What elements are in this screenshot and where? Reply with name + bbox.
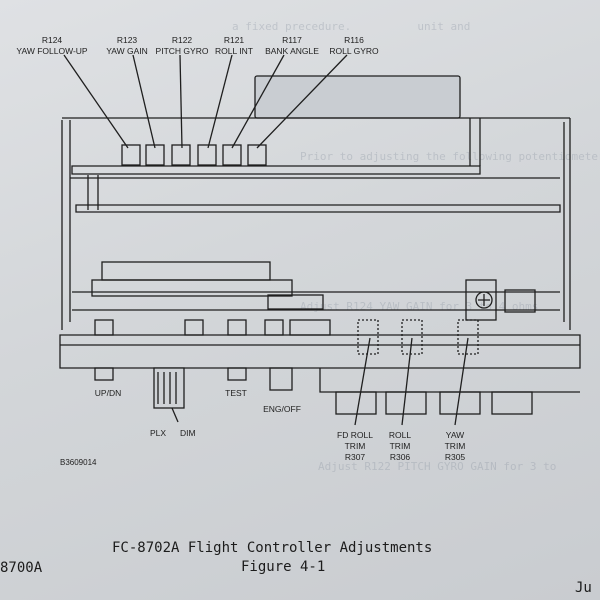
plx-label: PLX bbox=[150, 428, 167, 438]
yaw-trim-line3: R305 bbox=[444, 452, 466, 462]
yaw-trim-line2: TRIM bbox=[444, 441, 466, 451]
callout-r117-name: BANK ANGLE bbox=[265, 46, 319, 56]
callout-r124-name: YAW FOLLOW-UP bbox=[16, 46, 88, 56]
test-label: TEST bbox=[225, 388, 247, 398]
callout-r123-name: YAW GAIN bbox=[106, 46, 148, 56]
roll-trim-line1: ROLL bbox=[388, 430, 412, 440]
fd-roll-trim-line2: TRIM bbox=[344, 441, 366, 451]
yaw-trim-line1: YAW bbox=[445, 430, 465, 440]
up-dn-label: UP/DN bbox=[94, 388, 122, 398]
callout-r121-name: ROLL INT bbox=[215, 46, 253, 56]
callout-r116-ref: R116 bbox=[344, 35, 364, 45]
drawing-number: B3609014 bbox=[60, 458, 97, 467]
callout-r117-ref: R117 bbox=[282, 35, 302, 45]
footer-model-number: 8700A bbox=[0, 560, 43, 576]
callout-r123-ref: R123 bbox=[116, 35, 138, 45]
figure-caption-title: FC-8702A Flight Controller Adjustments bbox=[112, 540, 433, 556]
footer-date: Ju bbox=[575, 580, 592, 596]
callout-r124-ref: R124 bbox=[41, 35, 63, 45]
callout-r122-name: PITCH GYRO bbox=[155, 46, 209, 56]
callout-r121-ref: R121 bbox=[223, 35, 245, 45]
callout-r122-ref: R122 bbox=[171, 35, 193, 45]
dim-label: DIM bbox=[180, 428, 196, 438]
roll-trim-line2: TRIM bbox=[389, 441, 411, 451]
eng-off-label: ENG/OFF bbox=[263, 404, 301, 414]
fd-roll-trim-line3: R307 bbox=[344, 452, 366, 462]
figure-caption-number: Figure 4-1 bbox=[241, 559, 326, 575]
roll-trim-line3: R306 bbox=[389, 452, 411, 462]
callout-r116-name: ROLL GYRO bbox=[329, 46, 379, 56]
fd-roll-trim-line1: FD ROLL bbox=[337, 430, 373, 440]
